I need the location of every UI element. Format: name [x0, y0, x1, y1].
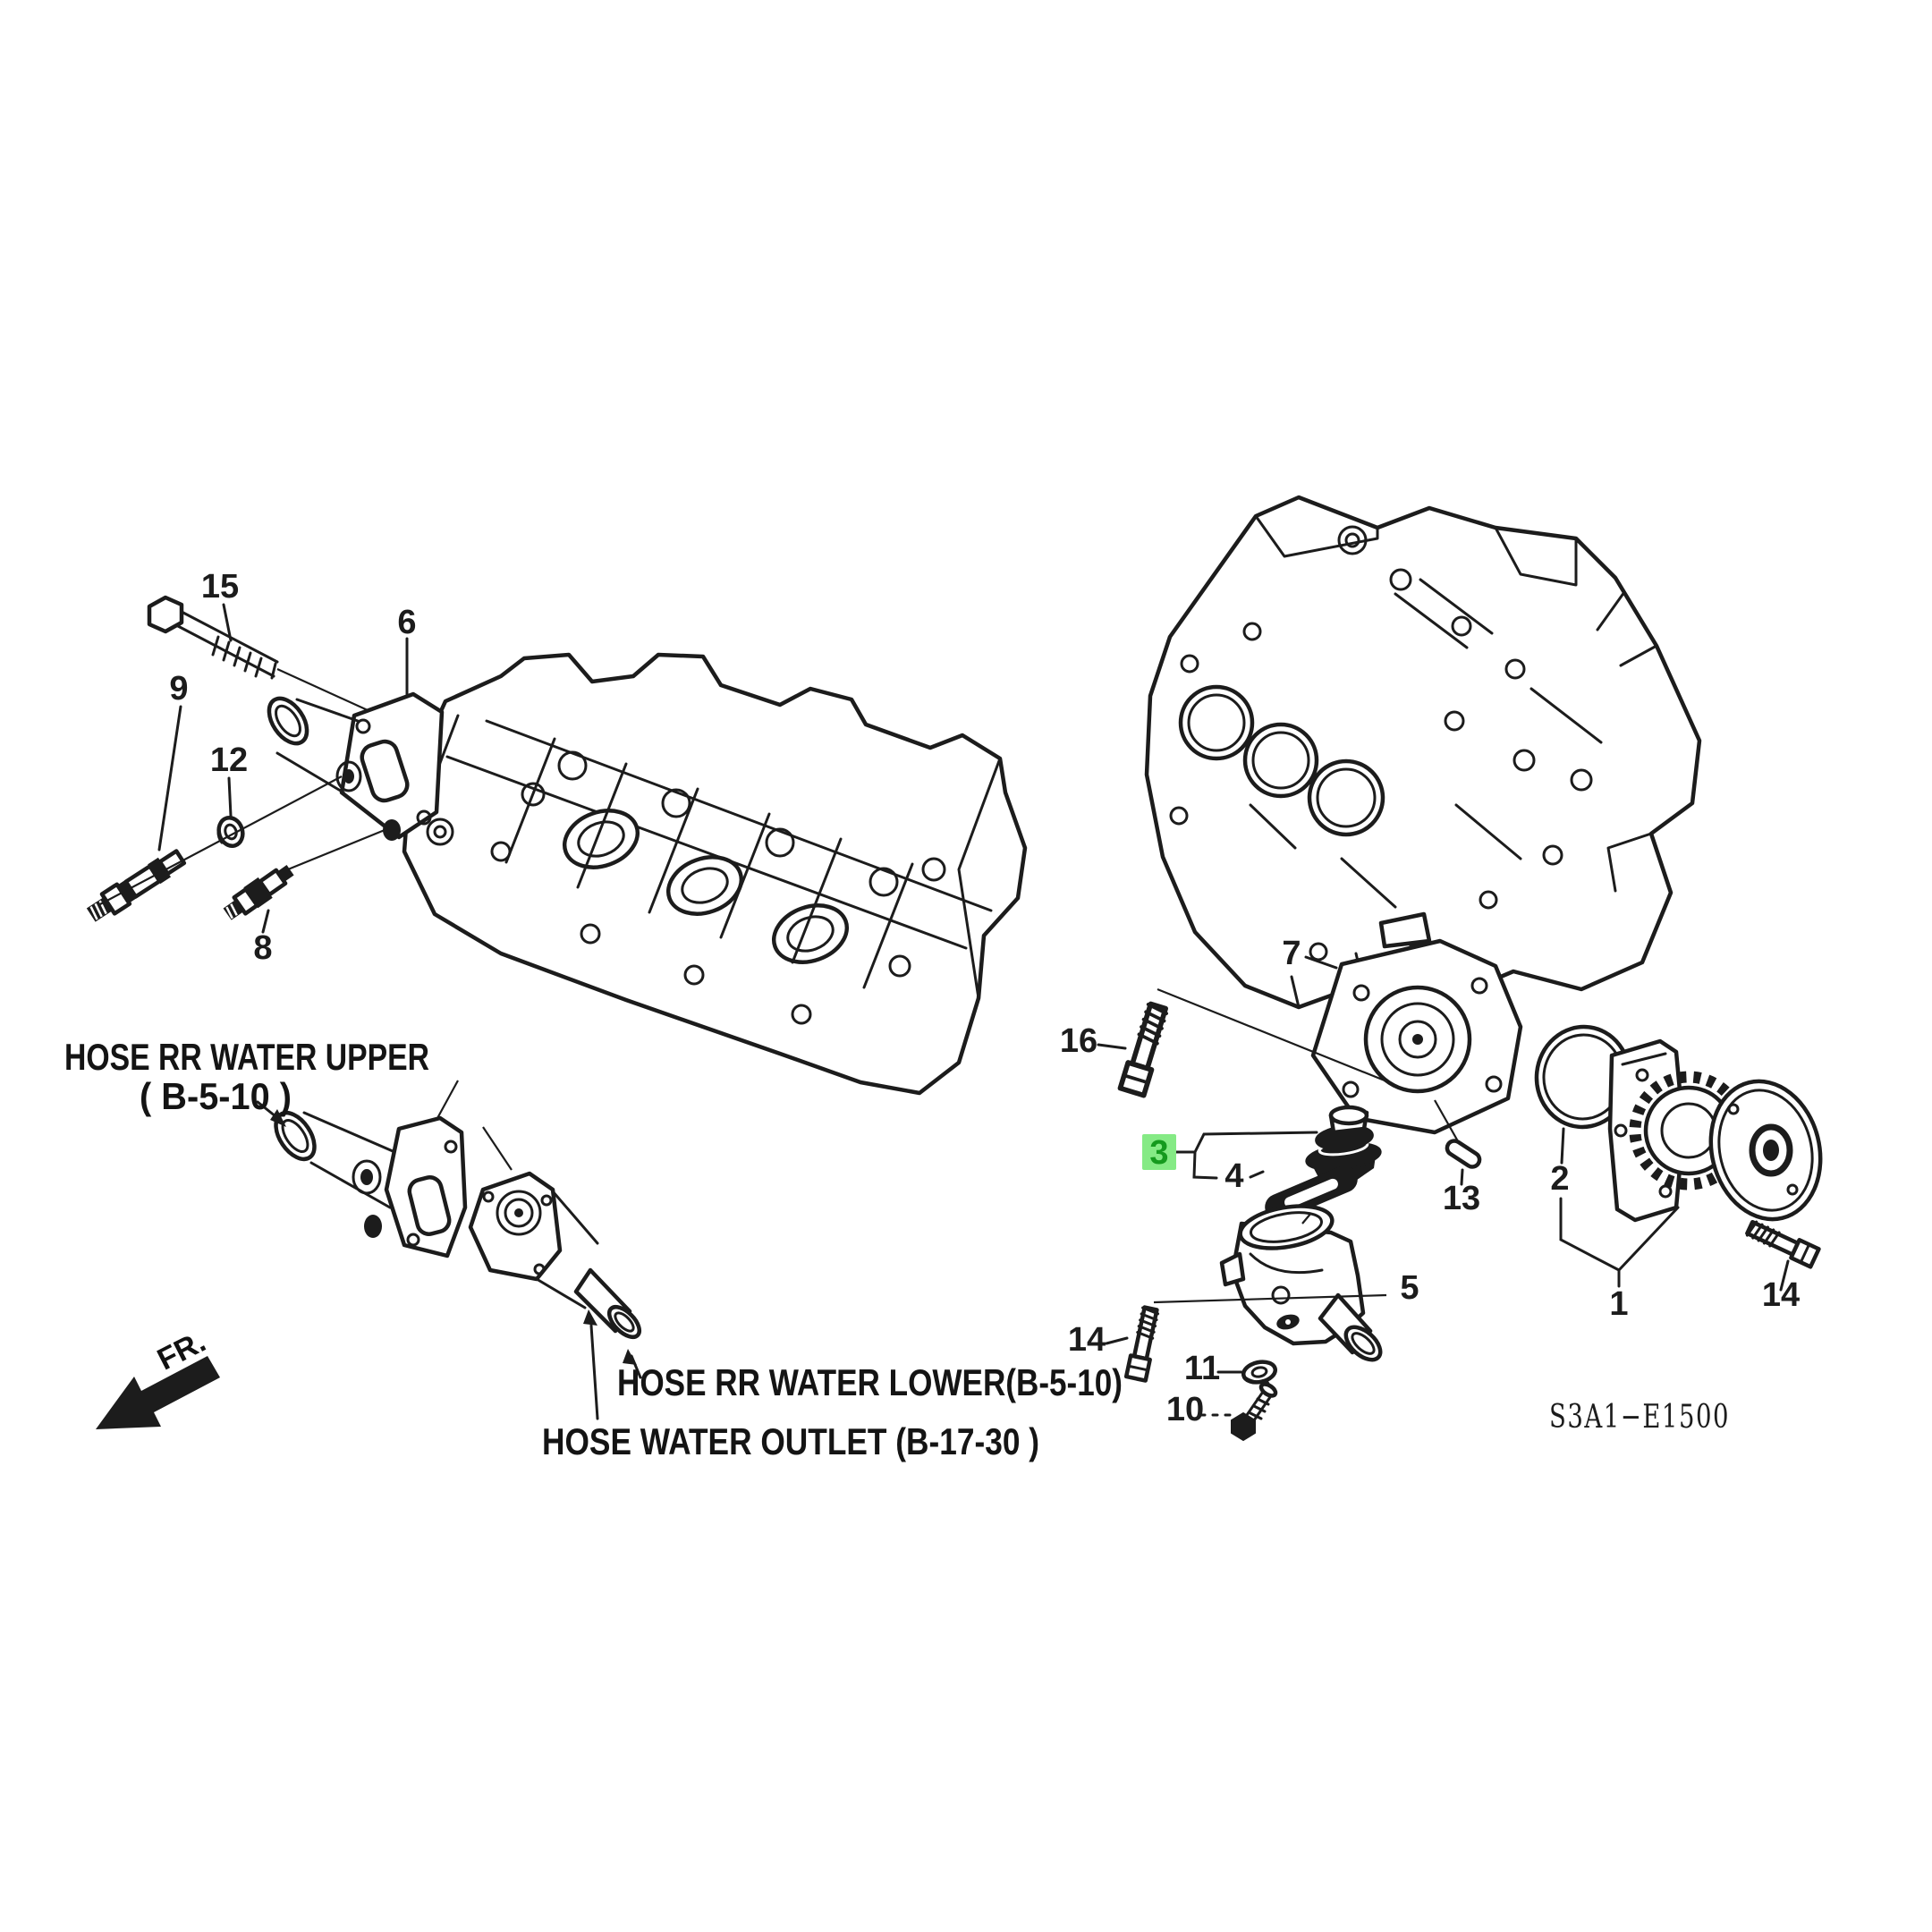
callout-14-left[interactable]: 14 — [1068, 1321, 1106, 1359]
part-hose-joint-outlet — [468, 1126, 642, 1340]
callout-15[interactable]: 15 — [201, 568, 239, 606]
part-sensor-8 — [223, 865, 294, 920]
callout-3-highlight — [1142, 1134, 1176, 1170]
callout-3-highlighted[interactable]: 3 — [1149, 1134, 1168, 1172]
note-hose-water-outlet: HOSE WATER OUTLET (B-17-30 ) — [542, 1420, 1039, 1462]
part-water-outlet-5 — [1219, 1204, 1383, 1362]
callout-12[interactable]: 12 — [210, 741, 248, 779]
note-hose-rr-water-upper-line1: HOSE RR WATER UPPER — [64, 1036, 429, 1078]
fr-direction-arrow: FR. — [96, 1325, 220, 1429]
callout-10[interactable]: 10 — [1166, 1391, 1204, 1428]
callout-labels: 15 9 12 6 8 16 7 3 4 13 2 1 14 5 14 11 1… — [169, 568, 1800, 1428]
part-bolt-14-right — [1746, 1219, 1819, 1267]
part-cylinder-head — [402, 652, 1028, 1096]
part-thermostat-cover-6 — [97, 691, 445, 906]
note-hose-rr-water-upper-line2: ( B-5-10 ) — [140, 1075, 292, 1117]
callout-8[interactable]: 8 — [253, 929, 272, 967]
part-bolt-16 — [1120, 1003, 1170, 1096]
callout-14-right[interactable]: 14 — [1762, 1276, 1800, 1314]
callout-5[interactable]: 5 — [1400, 1269, 1419, 1307]
callout-9[interactable]: 9 — [169, 670, 188, 708]
note-hose-rr-water-lower: HOSE RR WATER LOWER(B-5-10) — [617, 1361, 1123, 1403]
part-water-temp-sensor-9 — [86, 849, 187, 922]
annotations: HOSE RR WATER UPPER ( B-5-10 ) HOSE RR W… — [64, 1036, 1730, 1462]
diagram-code: S3A1−E1500 — [1549, 1399, 1730, 1436]
leader-lines — [157, 603, 1790, 1420]
callout-7[interactable]: 7 — [1282, 935, 1301, 972]
part-water-passage-7 — [1310, 911, 1523, 1135]
callout-1[interactable]: 1 — [1609, 1285, 1628, 1323]
part-hose-joint-upper — [274, 1080, 468, 1258]
part-engine-block — [1144, 495, 1702, 1010]
callout-16[interactable]: 16 — [1060, 1022, 1097, 1060]
part-dowel-pin-13 — [1445, 1139, 1482, 1169]
part-sealing-washer-12 — [216, 816, 245, 848]
callout-13[interactable]: 13 — [1443, 1180, 1480, 1217]
callout-6[interactable]: 6 — [397, 604, 416, 641]
callout-2[interactable]: 2 — [1550, 1160, 1569, 1198]
part-bolt-14-left — [1126, 1307, 1160, 1381]
part-drain-bolt-10 — [1231, 1382, 1278, 1442]
callout-11[interactable]: 11 — [1184, 1350, 1220, 1387]
part-water-pump-1 — [1607, 1038, 1823, 1223]
callout-4[interactable]: 4 — [1224, 1157, 1243, 1195]
